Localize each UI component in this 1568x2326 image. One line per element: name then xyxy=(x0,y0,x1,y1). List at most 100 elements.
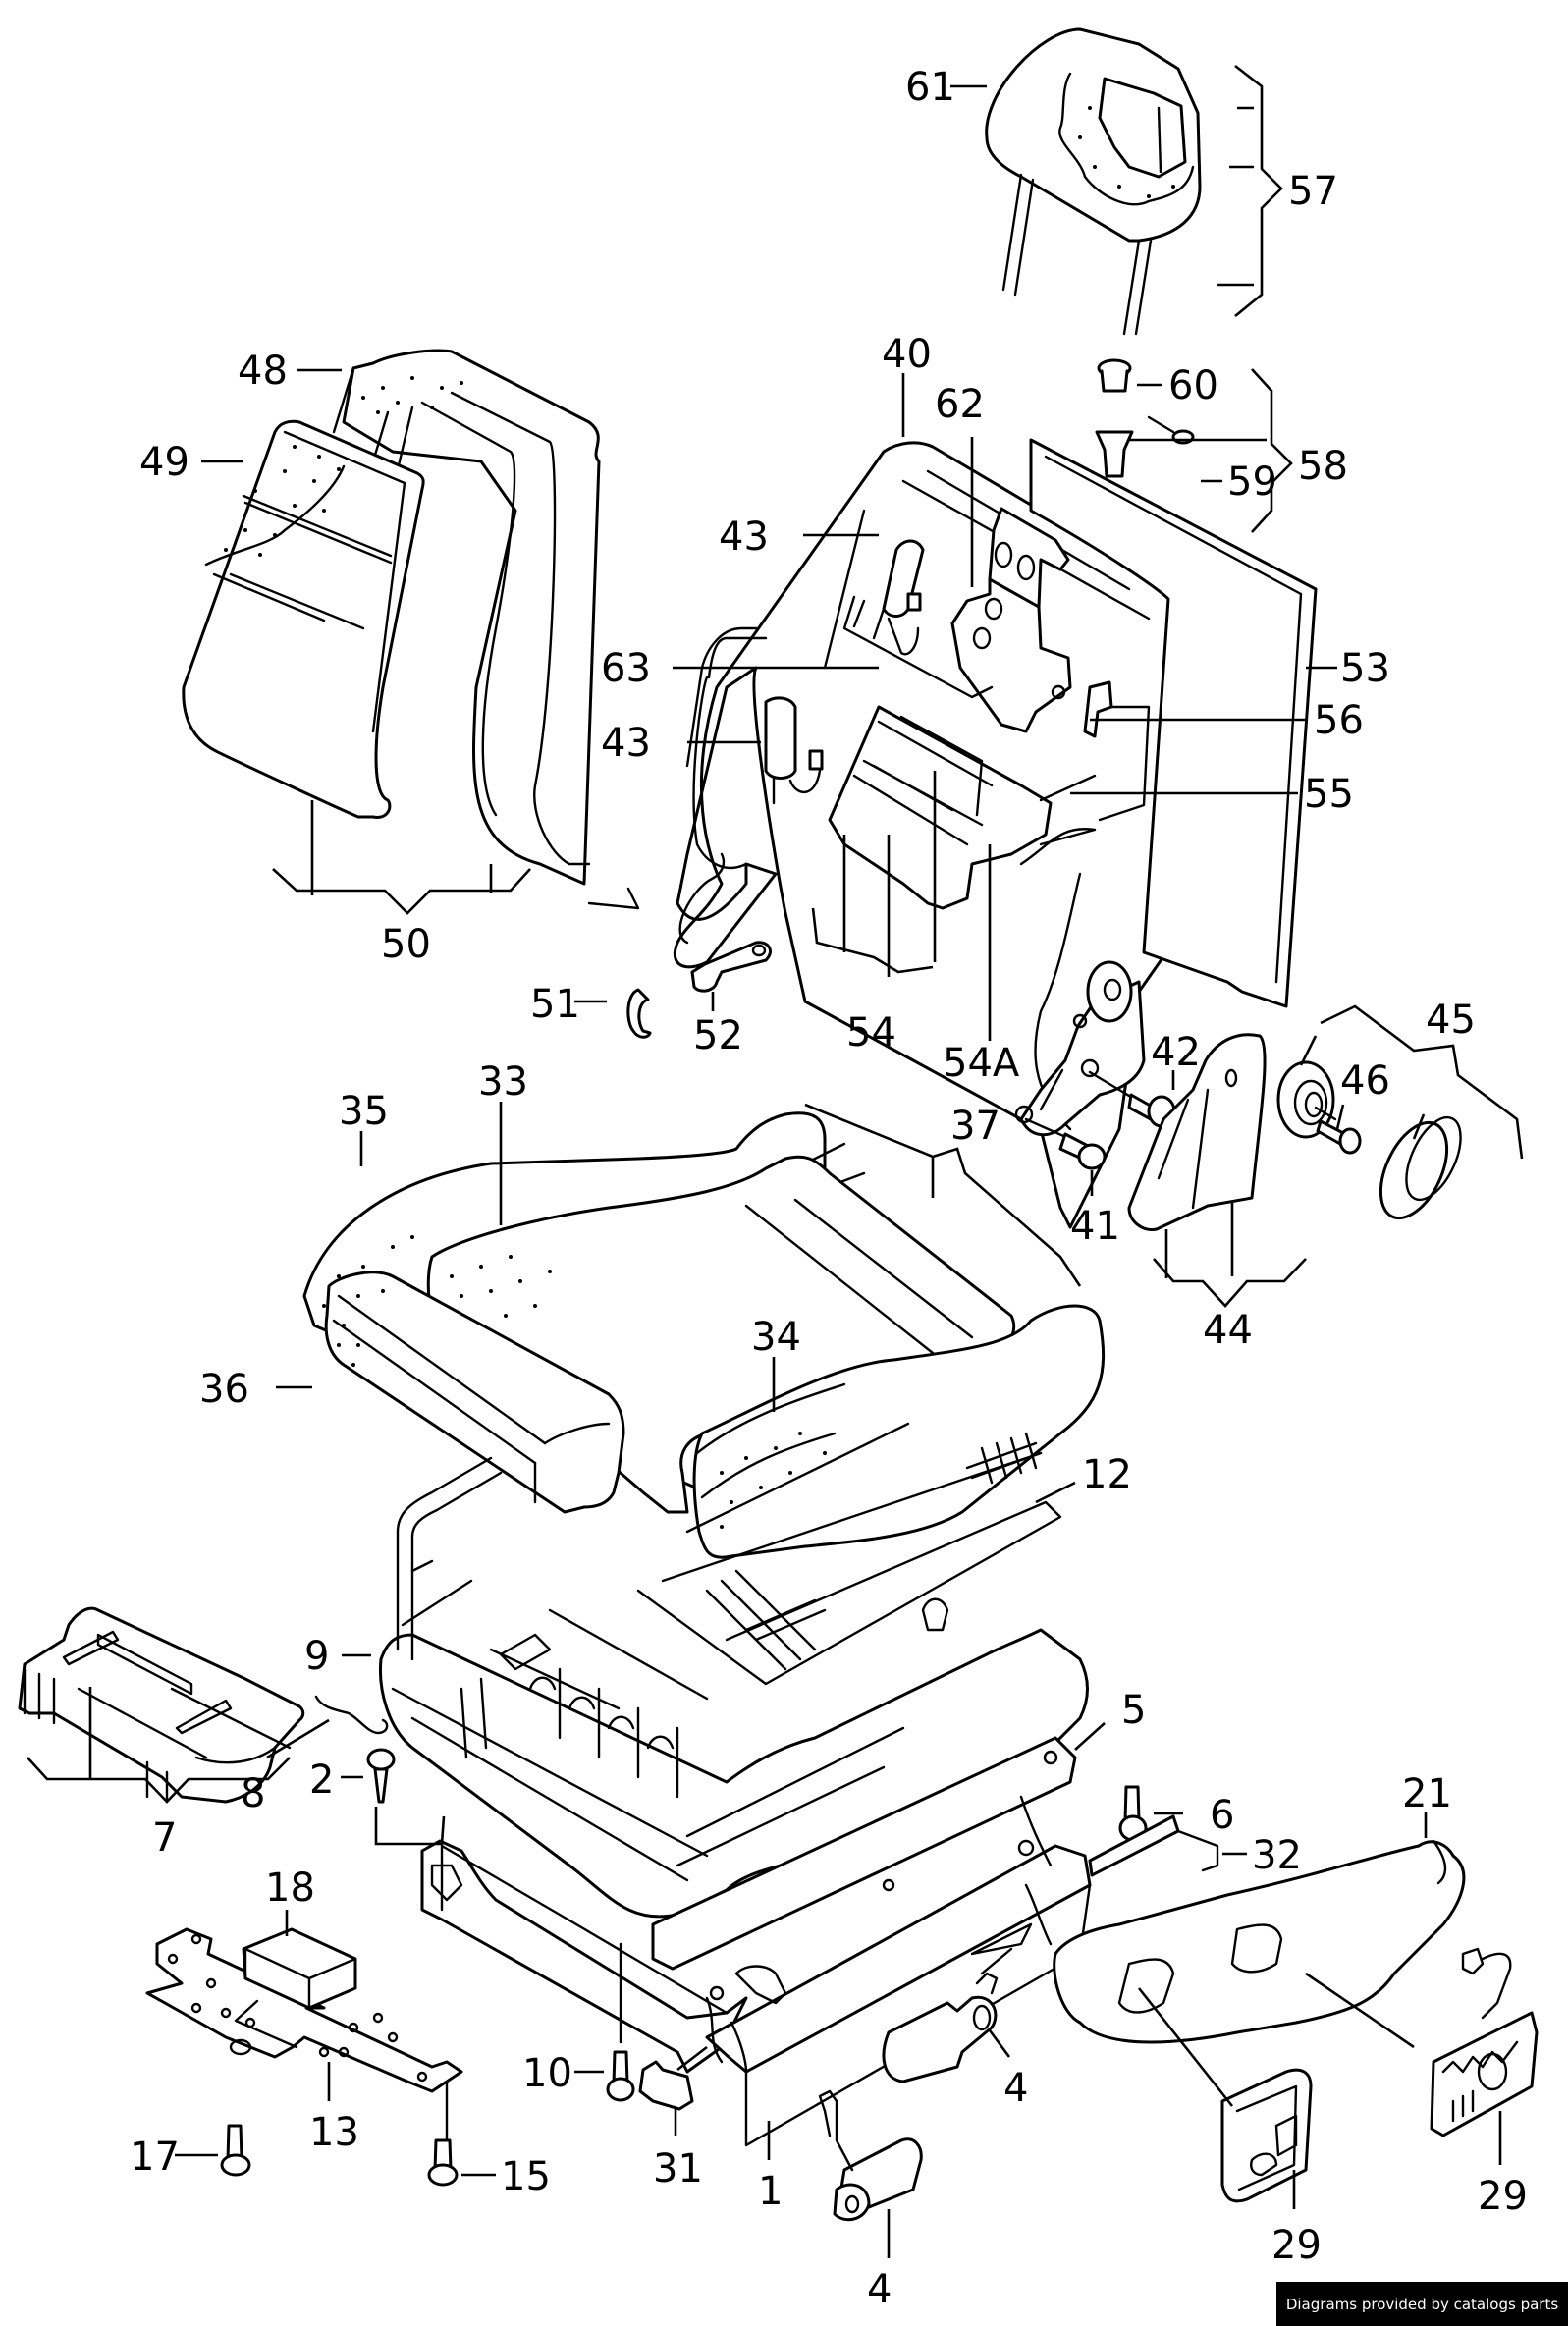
callout-63[interactable]: 63 xyxy=(601,646,879,691)
headrest[interactable] xyxy=(985,27,1202,336)
callout-40[interactable]: 40 xyxy=(882,332,932,437)
motor-lower[interactable] xyxy=(764,696,824,805)
callout-12[interactable]: 12 xyxy=(1035,1452,1132,1504)
callout-46[interactable]: 46 xyxy=(1335,1058,1390,1130)
callout-6[interactable]: 6 xyxy=(1154,1793,1234,1838)
seat-frame-1[interactable] xyxy=(420,1736,1092,2147)
callout-44[interactable]: 44 xyxy=(1153,1203,1307,1353)
callout-43-upper[interactable]: 43 xyxy=(719,514,879,560)
svg-text:46: 46 xyxy=(1340,1058,1390,1104)
switch-29-left[interactable] xyxy=(1137,1987,1313,2203)
callout-5[interactable]: 5 xyxy=(1074,1688,1146,1751)
motor-upper[interactable] xyxy=(872,539,925,656)
recliner-hinge[interactable] xyxy=(1014,960,1146,1137)
callout-53[interactable]: 53 xyxy=(1306,646,1390,691)
backrest-padding[interactable] xyxy=(182,419,425,819)
front-cushion-36[interactable] xyxy=(324,1271,625,1514)
callout-31[interactable]: 31 xyxy=(653,2109,703,2191)
svg-text:59: 59 xyxy=(1227,460,1277,505)
callout-13[interactable]: 13 xyxy=(309,2062,359,2155)
callout-45[interactable]: 45 xyxy=(1299,998,1524,1160)
callout-36[interactable]: 36 xyxy=(199,1367,312,1412)
callout-54A[interactable]: 54A xyxy=(943,844,1020,1086)
svg-text:52: 52 xyxy=(693,1013,743,1058)
callout-49[interactable]: 49 xyxy=(139,440,243,485)
backrest-cover[interactable] xyxy=(332,349,640,910)
callout-29-left[interactable]: 29 xyxy=(1271,2170,1322,2268)
callout-29-right[interactable]: 29 xyxy=(1478,2111,1528,2219)
backrest-panel[interactable] xyxy=(1029,438,1318,1008)
callout-37[interactable]: 37 xyxy=(804,1103,1082,1287)
knob-cap-45[interactable] xyxy=(1368,1109,1472,1228)
switch-29-right[interactable] xyxy=(1305,1947,1539,2137)
callout-52[interactable]: 52 xyxy=(693,992,743,1058)
callout-21[interactable]: 21 xyxy=(1402,1771,1452,1838)
bolt-10[interactable] xyxy=(606,1942,635,2102)
cap-31[interactable] xyxy=(638,2045,708,2111)
callout-51[interactable]: 51 xyxy=(530,982,607,1027)
callout-43-lower[interactable]: 43 xyxy=(601,721,761,766)
callout-4-lower[interactable]: 4 xyxy=(867,2209,892,2312)
callout-18[interactable]: 18 xyxy=(265,1866,315,1936)
heating-element-12[interactable] xyxy=(636,1422,1062,1686)
clip-51[interactable] xyxy=(626,988,652,1039)
callout-17[interactable]: 17 xyxy=(130,2135,218,2180)
svg-text:29: 29 xyxy=(1478,2174,1528,2219)
lever-52[interactable] xyxy=(690,941,772,993)
adjuster-motor-upper-4[interactable] xyxy=(882,1947,1013,2083)
flange-45[interactable] xyxy=(1276,1060,1335,1139)
callout-15[interactable]: 15 xyxy=(461,2154,551,2199)
lumbar-support[interactable] xyxy=(828,705,1053,910)
svg-text:31: 31 xyxy=(653,2146,703,2191)
bolt-15[interactable] xyxy=(427,2080,459,2187)
callout-57[interactable]: 57 xyxy=(1217,64,1338,318)
callout-7[interactable]: 7 xyxy=(27,1687,291,1861)
callout-60[interactable]: 60 xyxy=(1137,363,1218,408)
callout-54[interactable]: 54 xyxy=(811,771,937,1055)
svg-text:33: 33 xyxy=(478,1059,528,1105)
callout-50[interactable]: 50 xyxy=(272,800,531,967)
callout-62[interactable]: 62 xyxy=(935,382,985,587)
side-bolster-34[interactable] xyxy=(692,1304,1106,1559)
control-unit-18[interactable] xyxy=(234,1927,357,2049)
callout-33[interactable]: 33 xyxy=(478,1059,528,1225)
screw-46[interactable] xyxy=(1314,1106,1362,1155)
svg-text:48: 48 xyxy=(238,349,288,394)
guide-sleeve[interactable] xyxy=(1095,358,1195,478)
callout-48[interactable]: 48 xyxy=(238,349,342,394)
callout-58[interactable]: 58 xyxy=(1129,368,1348,533)
svg-text:5: 5 xyxy=(1121,1688,1146,1733)
svg-text:21: 21 xyxy=(1402,1771,1452,1816)
callout-2[interactable]: 2 xyxy=(309,1758,363,1803)
callout-4-upper[interactable]: 4 xyxy=(988,2029,1028,2111)
callout-1[interactable]: 1 xyxy=(758,2121,783,2214)
bolt-41[interactable] xyxy=(1024,1117,1107,1170)
callout-34[interactable]: 34 xyxy=(751,1315,801,1412)
callout-56[interactable]: 56 xyxy=(1090,698,1364,743)
adjuster-motor-lower-4[interactable] xyxy=(818,2089,923,2222)
callout-10[interactable]: 10 xyxy=(522,2051,604,2096)
callout-41[interactable]: 41 xyxy=(1070,1170,1120,1249)
screw-2[interactable] xyxy=(366,1748,446,1846)
callout-55[interactable]: 55 xyxy=(1070,772,1354,817)
cable[interactable] xyxy=(1019,774,1097,866)
cover-strip-32[interactable] xyxy=(1088,1814,1219,1877)
callout-32[interactable]: 32 xyxy=(1222,1833,1302,1878)
callout-8[interactable]: 8 xyxy=(241,1718,330,1816)
svg-text:62: 62 xyxy=(935,382,985,427)
side-trim-44[interactable] xyxy=(1127,1033,1267,1232)
callout-9[interactable]: 9 xyxy=(304,1634,371,1679)
seat-pan-9[interactable] xyxy=(379,1456,1089,1919)
bolt-17[interactable] xyxy=(220,2124,251,2177)
mounting-bracket-13[interactable] xyxy=(145,1927,463,2093)
callout-42[interactable]: 42 xyxy=(1151,1030,1201,1090)
callout-61[interactable]: 61 xyxy=(905,65,987,110)
wire-clip-8[interactable] xyxy=(314,1695,389,1735)
bracket-56[interactable] xyxy=(1083,680,1113,738)
control-module-7[interactable] xyxy=(18,1606,305,1804)
svg-text:36: 36 xyxy=(199,1367,249,1412)
callout-35[interactable]: 35 xyxy=(339,1089,389,1166)
callout-59[interactable]: 59 xyxy=(1201,460,1277,505)
side-panel-21[interactable] xyxy=(1053,1839,1466,2044)
